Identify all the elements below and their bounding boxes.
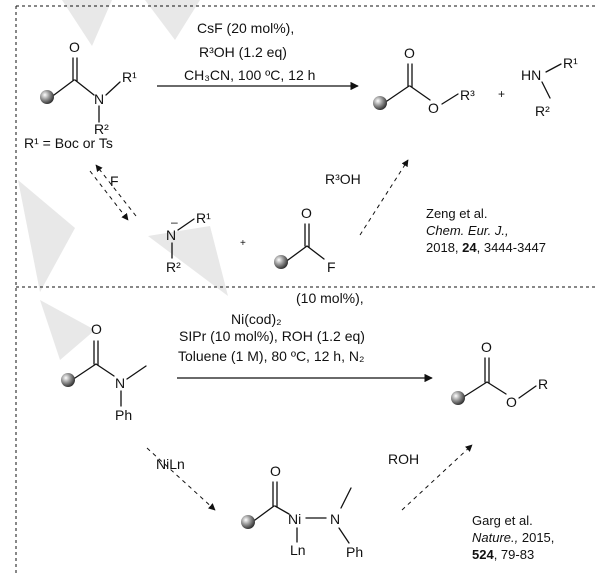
substituent-r1: R¹ bbox=[196, 210, 211, 226]
bottom-scheme: (10 mol%), Ni(cod)₂ SIPr (10 mol%), ROH … bbox=[61, 290, 554, 562]
citation-journal: Nature., 2015, bbox=[472, 530, 554, 545]
amide-anion: – N R¹ R² bbox=[166, 210, 211, 275]
carbonyl-oxygen: O bbox=[91, 321, 102, 337]
substituent-r1: R¹ bbox=[563, 55, 578, 71]
amide-nitrogen: N bbox=[330, 511, 340, 527]
citation-details: 524, 79-83 bbox=[472, 547, 534, 562]
acyl-fluoride: O F bbox=[274, 205, 336, 275]
substituent-ball-icon bbox=[241, 515, 255, 529]
top-citation: Zeng et al. Chem. Eur. J., 2018, 24, 344… bbox=[426, 206, 546, 255]
condition-catalyst: CsF (20 mol%), bbox=[197, 20, 294, 36]
bottom-ester-product: O O R bbox=[451, 339, 548, 410]
fluoride-attack-arrow bbox=[95, 164, 137, 217]
substituent-r3: R³ bbox=[460, 87, 475, 103]
phenyl-group: Ph bbox=[115, 407, 132, 423]
carbonyl-oxygen: O bbox=[404, 45, 415, 61]
condition-ligand: SIPr (10 mol%), ROH (1.2 eq) bbox=[179, 328, 365, 344]
citation-authors: Garg et al. bbox=[472, 513, 533, 528]
plus-sign: + bbox=[240, 238, 246, 249]
phenyl-group: Ph bbox=[346, 544, 363, 560]
bottom-conditions: (10 mol%), Ni(cod)₂ SIPr (10 mol%), ROH … bbox=[178, 290, 365, 364]
ether-oxygen: O bbox=[506, 394, 517, 410]
substituent-ball-icon bbox=[451, 391, 465, 405]
amine-nh: HN bbox=[521, 67, 541, 83]
top-substrate: O N R¹ R² R¹ = Boc or Ts bbox=[24, 39, 137, 151]
substituent-ball-icon bbox=[274, 255, 288, 269]
bottom-citation: Garg et al. Nature., 2015, 524, 79-83 bbox=[472, 513, 554, 562]
ligand-label: Ln bbox=[290, 542, 306, 558]
carbonyl-oxygen: O bbox=[270, 463, 281, 479]
alcoholysis-arrow bbox=[359, 159, 409, 236]
substituent-ball-icon bbox=[40, 90, 54, 104]
top-scheme: O N R¹ R² R¹ = Boc or Ts CsF (20 mol%), … bbox=[24, 20, 578, 275]
substituent-r: R bbox=[538, 376, 548, 392]
nickel-catalyst-label: NiLn bbox=[156, 456, 185, 472]
citation-details: 2018, 24, 3444-3447 bbox=[426, 240, 546, 255]
amide-nitrogen: N bbox=[115, 375, 125, 391]
substituent-r2: R² bbox=[94, 121, 109, 137]
roh-label: ROH bbox=[388, 451, 419, 467]
bottom-substrate: O N Ph bbox=[61, 321, 147, 423]
fluorine-atom: F bbox=[327, 259, 336, 275]
condition-loading: (10 mol%), bbox=[296, 290, 364, 306]
substituent-r2: R² bbox=[166, 259, 181, 275]
carbonyl-oxygen: O bbox=[481, 339, 492, 355]
condition-solvent: CH₃CN, 100 ºC, 12 h bbox=[184, 67, 315, 83]
condition-alcohol: R³OH (1.2 eq) bbox=[199, 44, 287, 60]
substituent-ball-icon bbox=[373, 96, 387, 110]
amide-nitrogen: N bbox=[94, 91, 104, 107]
substituent-ball-icon bbox=[61, 373, 75, 387]
nickel-atom: Ni bbox=[288, 511, 301, 527]
ether-oxygen: O bbox=[428, 100, 439, 116]
fluoride-release-arrow bbox=[89, 170, 129, 221]
fluoride-label: F bbox=[110, 173, 119, 189]
r-group-definition: R¹ = Boc or Ts bbox=[24, 135, 113, 151]
condition-solvent: Toluene (1 M), 80 ºC, 12 h, N₂ bbox=[178, 348, 364, 364]
top-amine-product: HN R¹ R² bbox=[521, 55, 578, 119]
watermark-shapes bbox=[18, 0, 228, 360]
scheme-frame bbox=[15, 5, 595, 576]
top-ester-product: O O R³ bbox=[373, 45, 475, 116]
citation-authors: Zeng et al. bbox=[426, 206, 487, 221]
nickel-intermediate: O Ni N Ph Ln bbox=[241, 463, 363, 560]
negative-charge: – bbox=[171, 215, 178, 229]
plus-sign: + bbox=[498, 87, 505, 101]
carbonyl-oxygen: O bbox=[69, 39, 80, 55]
substituent-r1: R¹ bbox=[122, 69, 137, 85]
top-conditions: CsF (20 mol%), R³OH (1.2 eq) CH₃CN, 100 … bbox=[184, 20, 315, 83]
carbonyl-oxygen: O bbox=[301, 205, 312, 221]
substituent-r2: R² bbox=[535, 103, 550, 119]
condition-catalyst: Ni(cod)₂ bbox=[231, 311, 282, 327]
r3oh-label: R³OH bbox=[325, 171, 361, 187]
citation-journal: Chem. Eur. J., bbox=[426, 223, 509, 238]
anion-nitrogen: N bbox=[166, 227, 176, 243]
